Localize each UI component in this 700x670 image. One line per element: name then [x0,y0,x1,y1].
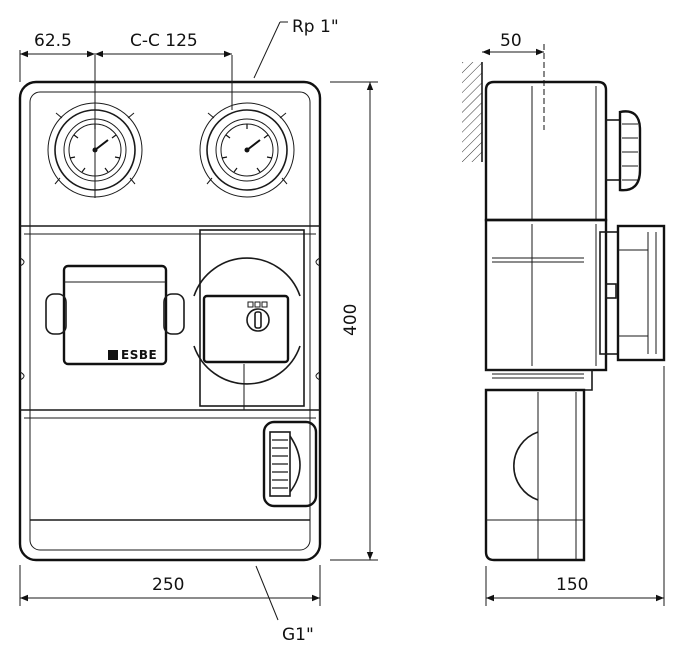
side-knob [605,110,642,192]
front-housing-outline [18,80,322,562]
dim-depth: 150 [556,575,588,595]
front-dimensions [19,21,378,621]
dim-center-distance: C-C 125 [130,31,198,51]
front-notch-left-1 [19,257,25,267]
side-bottom-section [484,388,586,562]
side-top-section [484,80,608,222]
dim-pipe-top: Rp 1" [292,17,339,37]
dim-left-offset: 62.5 [34,31,72,51]
bottom-valve [262,420,318,508]
side-middle-section [484,218,608,372]
dim-height: 400 [341,304,361,336]
side-actuator [599,224,666,362]
leader-rp [253,21,281,79]
side-bottom-arc [513,431,539,501]
front-notch-right-2 [315,371,321,381]
leader-g1 [255,565,279,621]
front-housing-inner [29,91,311,551]
side-view [462,44,666,562]
pump-unit: ESBE [45,264,185,366]
wall-hatch [462,62,482,162]
dim-width: 250 [152,575,184,595]
brand-logo: ESBE [121,348,157,362]
front-notch-left-2 [19,371,25,381]
dim-wall-offset: 50 [500,31,522,51]
front-view: ESBE [18,55,322,562]
valve-actuator [193,229,305,410]
front-notch-right-1 [315,257,321,267]
thermometer-right [199,102,295,198]
dim-pipe-bottom: G1" [282,625,314,645]
side-dimensions [482,48,665,606]
